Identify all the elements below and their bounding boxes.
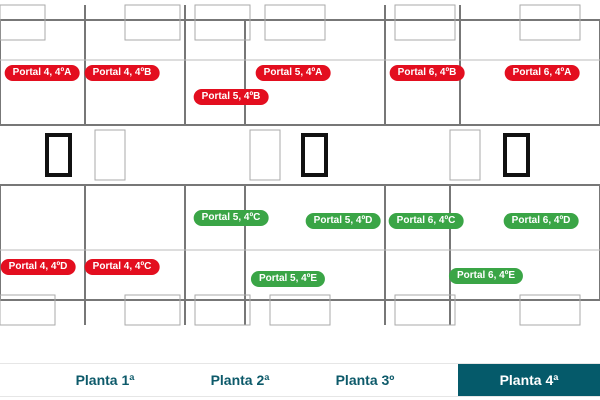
unit-label-portal5-4b[interactable]: Portal 5, 4ºB [193,89,269,105]
unit-label-portal5-4e[interactable]: Portal 5, 4ºE [250,271,326,287]
unit-label-portal4-4c[interactable]: Portal 4, 4ºC [84,259,160,275]
tab-planta-2[interactable]: Planta 2ª [210,372,270,388]
unit-label-portal4-4b[interactable]: Portal 4, 4ºB [84,65,160,81]
tab-planta-4[interactable]: Planta 4ª [458,364,600,396]
unit-label-portal6-4e[interactable]: Portal 6, 4ºE [448,268,524,284]
unit-label-portal5-4c[interactable]: Portal 5, 4ºC [193,210,269,226]
unit-label-portal6-4d[interactable]: Portal 6, 4ºD [503,213,579,229]
tab-planta-1[interactable]: Planta 1ª [75,372,135,388]
tab-planta-3[interactable]: Planta 3º [335,372,395,388]
unit-label-portal6-4c[interactable]: Portal 6, 4ºC [388,213,464,229]
floor-plan [0,4,600,326]
unit-label-portal4-4a[interactable]: Portal 4, 4ºA [4,65,80,81]
unit-label-portal5-4a[interactable]: Portal 5, 4ºA [255,65,331,81]
unit-label-portal6-4a[interactable]: Portal 6, 4ºA [504,65,580,81]
unit-label-portal4-4d[interactable]: Portal 4, 4ºD [0,259,76,275]
unit-label-portal5-4d[interactable]: Portal 5, 4ºD [305,213,381,229]
unit-label-portal6-4b[interactable]: Portal 6, 4ºB [389,65,465,81]
floor-tabs: Planta 1ª Planta 2ª Planta 3º Planta 4ª [0,363,600,397]
